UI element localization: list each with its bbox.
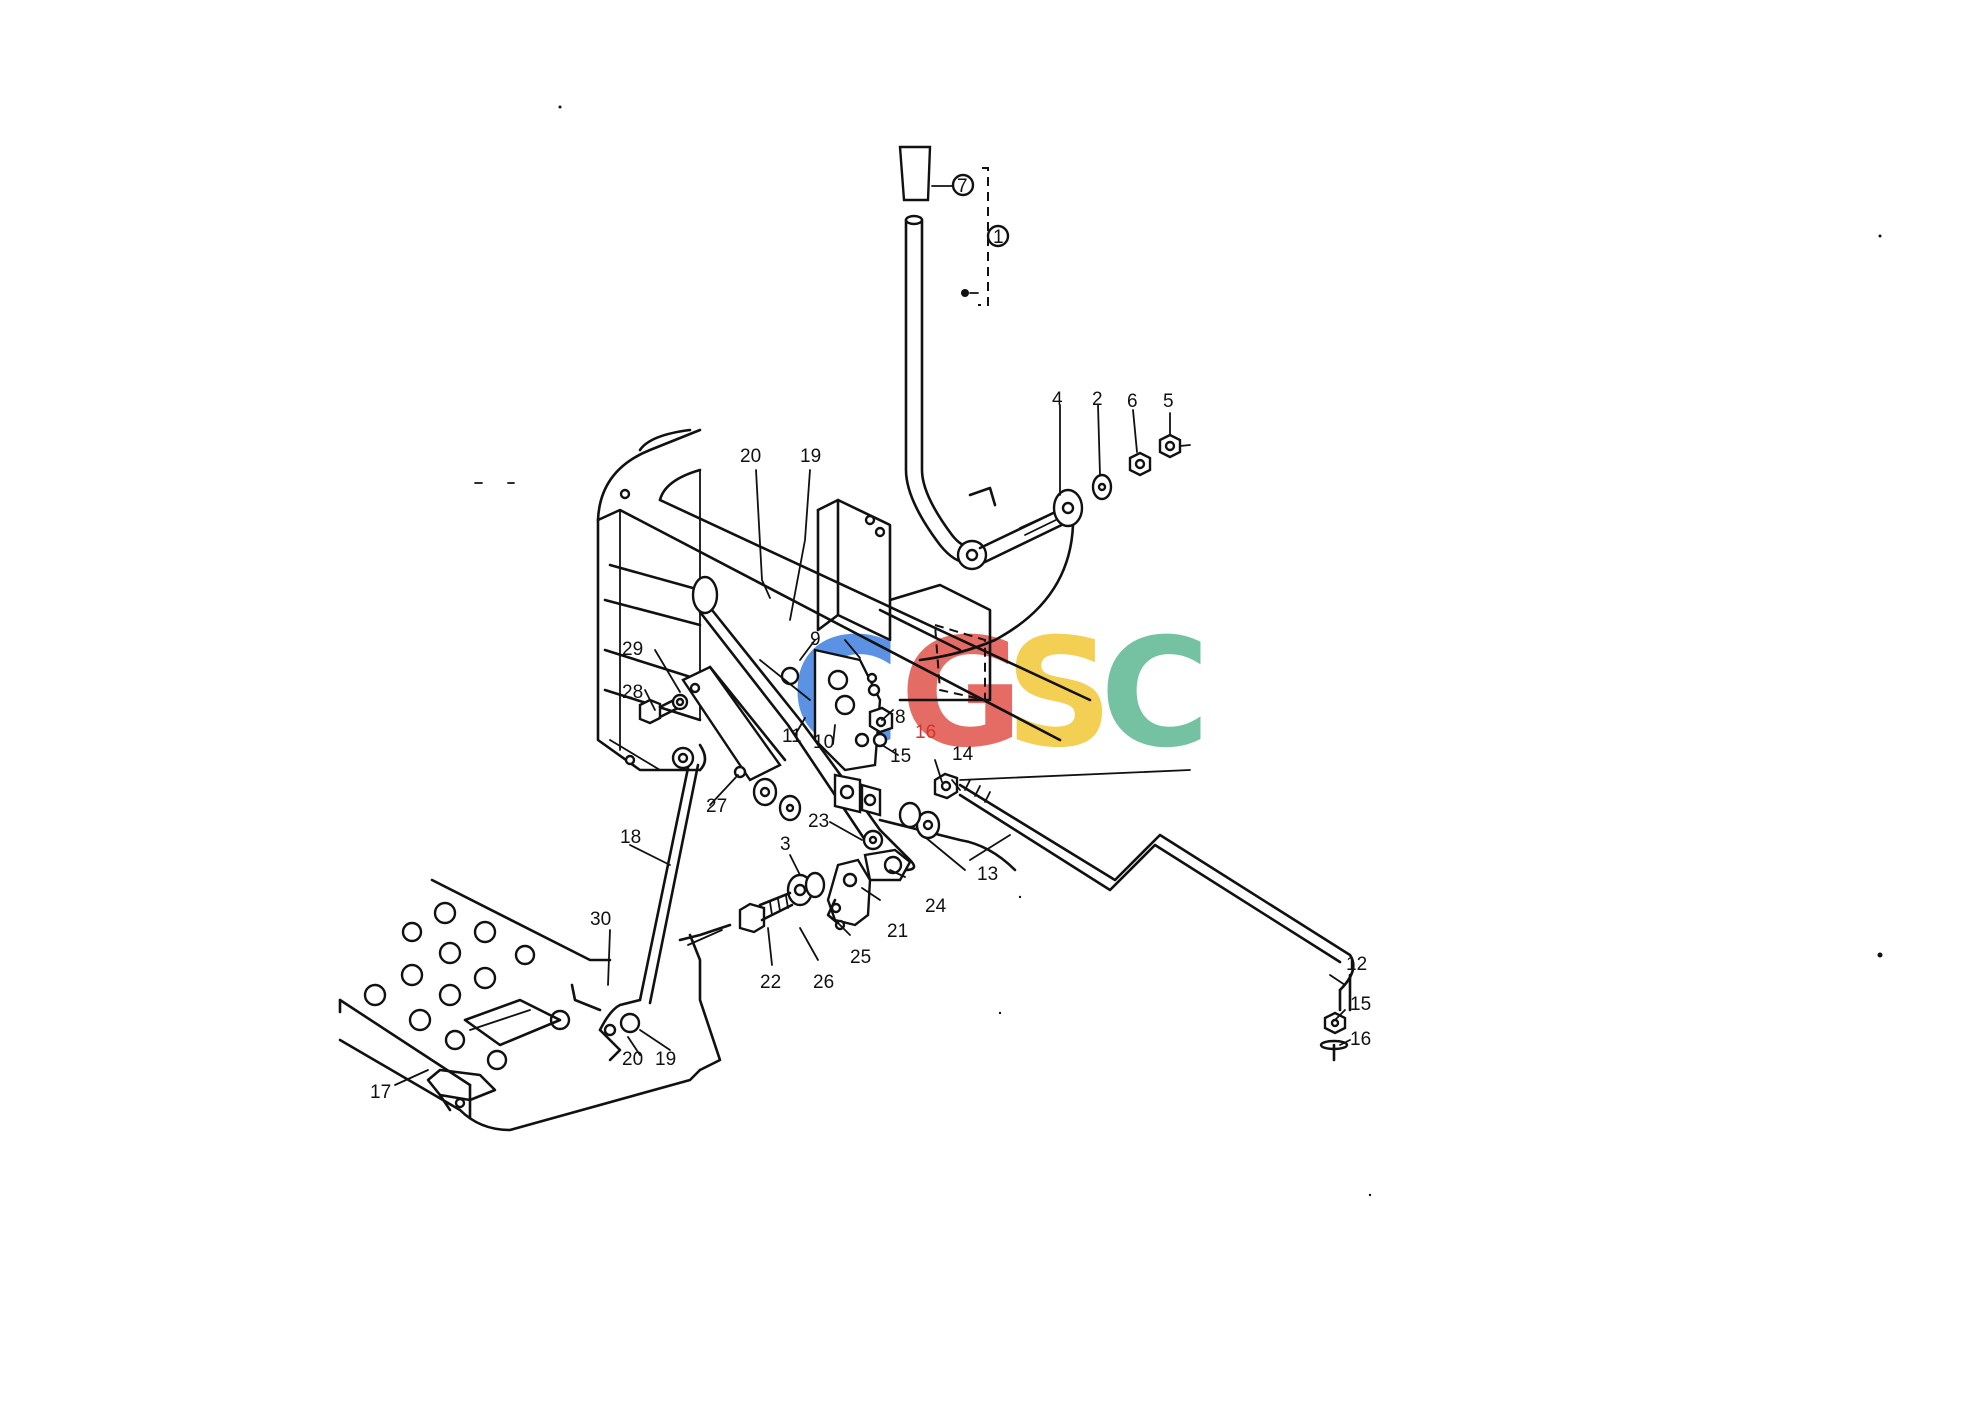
scan-specks: [474, 105, 1883, 1197]
callout-15-top: 15: [890, 746, 911, 767]
lever-cable: [918, 523, 1075, 662]
callout-7: 7: [957, 176, 968, 197]
rod-12: [933, 772, 1355, 1012]
callout-6: 6: [1127, 391, 1138, 412]
callout-29: 29: [622, 639, 643, 660]
rod-18: [638, 743, 707, 1005]
callout-9: 9: [810, 629, 821, 650]
callout-15-bottom: 15: [1350, 994, 1371, 1015]
circled-callout-7: 7: [951, 173, 975, 197]
pedal: [426, 923, 732, 1112]
callout-25: 25: [850, 947, 871, 968]
linkage-plate: [759, 639, 894, 772]
bolt-28: [638, 693, 689, 725]
callout-23: 23: [808, 811, 829, 832]
callout-14: 14: [952, 744, 974, 765]
floor-plate: [338, 878, 702, 1132]
callout-18: 18: [620, 827, 641, 848]
frame-housing: [596, 428, 1092, 772]
bracket-21: [826, 858, 872, 931]
callout-13: 13: [977, 864, 998, 885]
callout-3: 3: [780, 834, 791, 855]
group-bracket: [978, 167, 989, 306]
callout-1: 1: [993, 227, 1004, 248]
callout-17: 17: [370, 1082, 391, 1103]
washers-3: [786, 871, 826, 907]
callout-5: 5: [1163, 391, 1174, 412]
rod-end-hardware: [1319, 1011, 1349, 1062]
lever-knob: [898, 145, 932, 202]
bracket-27: [681, 665, 802, 822]
callout-28: 28: [622, 682, 643, 703]
lever-hardware: [1052, 433, 1191, 528]
callout-26: 26: [813, 972, 834, 993]
callout-16-bottom: 16: [1350, 1029, 1371, 1050]
callout-27: 27: [706, 796, 727, 817]
hand-lever: [898, 145, 1074, 571]
callout-30: 30: [590, 909, 611, 930]
bolt-22: [738, 891, 794, 934]
watermark-letter-c2: C: [1100, 607, 1210, 781]
callout-10: 10: [813, 732, 834, 753]
watermark-letter-s: S: [1005, 607, 1113, 781]
callout-19-bottom: 19: [655, 1049, 676, 1070]
callout-22: 22: [760, 972, 781, 993]
callout-4: 4: [1052, 389, 1063, 410]
callout-20-top: 20: [740, 446, 761, 467]
callout-24: 24: [925, 896, 947, 917]
callout-2: 2: [1092, 389, 1103, 410]
callout-8: 8: [895, 707, 906, 728]
callout-21: 21: [887, 921, 908, 942]
callout-19-top: 19: [800, 446, 821, 467]
callout-11: 11: [782, 726, 802, 747]
callout-20-bottom: 20: [622, 1049, 643, 1070]
leader-lines: [394, 404, 1351, 1086]
pivot-clevis: [833, 773, 1017, 882]
callout-12: 12: [1346, 954, 1367, 975]
circled-callout-1: 1: [986, 224, 1010, 248]
callout-16-top: 16: [915, 722, 936, 743]
bracket-box: [816, 498, 992, 702]
